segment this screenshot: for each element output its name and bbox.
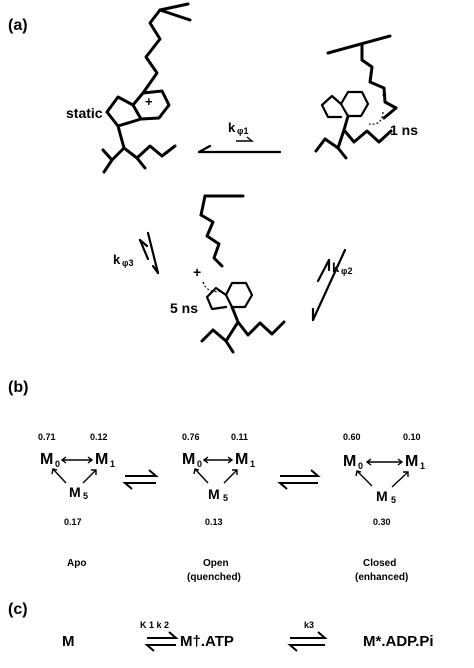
state-closed: 0.60 0.10 M 0 M 1 M 5 0.30 Closed (enhan…: [343, 432, 425, 583]
species-m: M: [62, 633, 75, 650]
apo-m0-value: 0.71: [38, 432, 56, 442]
apo-m1-value: 0.12: [90, 432, 108, 442]
svg-text:5: 5: [83, 491, 88, 501]
equilibrium-c2: [287, 631, 328, 652]
minus-charge: -: [382, 86, 387, 102]
closed-m1-value: 0.10: [403, 432, 421, 442]
k-phi1-harpoon: [236, 136, 254, 142]
closed-m5: M: [376, 488, 388, 504]
svg-text:1: 1: [250, 459, 255, 469]
k-phi1-sub: φ1: [237, 126, 248, 136]
open-m0: M: [182, 451, 195, 468]
k-phi3-sub: φ3: [122, 258, 133, 268]
species-m-atp: M†.ATP: [180, 633, 234, 650]
panel-a-label: (a): [8, 17, 28, 34]
k-phi1-k: k: [228, 120, 236, 135]
open-m5-value: 0.13: [205, 517, 223, 527]
k-phi2-k: k: [332, 260, 340, 275]
k-phi2-sub: φ2: [341, 266, 352, 276]
center-structure-5ns: [199, 194, 286, 354]
panel-c-label: (c): [8, 601, 28, 618]
open-sublabel: (quenched): [187, 572, 241, 583]
rate-k3: k3: [304, 620, 314, 630]
closed-m5-value: 0.30: [373, 517, 391, 527]
time-1ns: 1 ns: [390, 122, 418, 138]
closed-m0-value: 0.60: [343, 432, 361, 442]
equilibrium-arrow-1-head: [197, 144, 212, 154]
open-m1-value: 0.11: [231, 432, 248, 442]
static-label: static: [66, 105, 103, 121]
panel-b-label: (b): [8, 379, 28, 396]
equilibrium-arrow-2: [311, 248, 347, 322]
apo-m0: M: [40, 451, 53, 468]
closed-sublabel: (enhanced): [355, 572, 408, 583]
state-apo: 0.71 0.12 M 0 M 1 M 5 0.17 Apo: [38, 432, 115, 569]
state-open: 0.76 0.11 M 0 M 1 M 5 0.13 Open (quenche…: [182, 432, 255, 583]
apo-m1: M: [95, 451, 108, 468]
open-structure-1ns: [314, 34, 398, 160]
svg-text:0: 0: [197, 459, 202, 469]
svg-text:5: 5: [223, 493, 228, 503]
svg-text:1: 1: [420, 461, 425, 471]
open-m5: M: [208, 486, 220, 502]
svg-text:0: 0: [55, 459, 60, 469]
svg-text:1: 1: [110, 459, 115, 469]
apo-label: Apo: [67, 558, 86, 569]
closed-m1: M: [405, 453, 418, 470]
svg-text:5: 5: [391, 495, 396, 505]
electron-transfer-arrow-1: [368, 111, 384, 125]
open-m0-value: 0.76: [182, 432, 200, 442]
equilibrium-c1: [144, 631, 179, 652]
rate-k1k2: K 1 k 2: [140, 620, 169, 630]
plus-charge-a2: +: [193, 264, 201, 280]
plus-charge-a1: +: [145, 94, 153, 109]
time-5ns: 5 ns: [170, 300, 198, 316]
equilibrium-b2: [277, 469, 321, 490]
electron-transfer-arrow-2: [202, 281, 223, 293]
closed-m0: M: [343, 453, 356, 470]
open-label: Open: [203, 558, 229, 569]
static-ring-structure: [101, 2, 192, 174]
equilibrium-b1: [122, 469, 159, 490]
species-m-adp-pi: M*.ADP.Pi: [363, 633, 434, 650]
svg-text:0: 0: [358, 461, 363, 471]
apo-m5: M: [69, 484, 81, 500]
apo-m5-value: 0.17: [64, 517, 82, 527]
open-m1: M: [235, 451, 248, 468]
k-phi3-k: k: [113, 252, 121, 267]
equilibrium-arrow-3: [138, 231, 160, 275]
closed-label: Closed: [363, 558, 396, 569]
